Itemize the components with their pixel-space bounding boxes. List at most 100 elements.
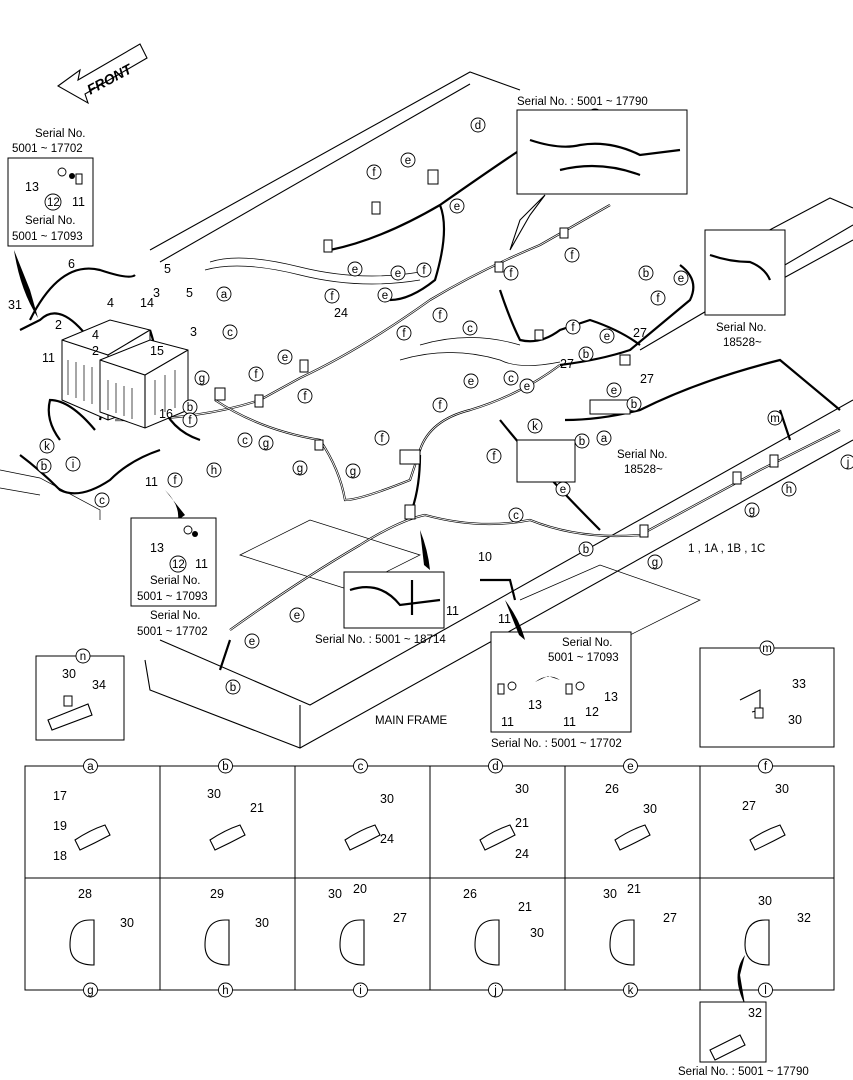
harness-label: 1 , 1A , 1B , 1C [688, 543, 765, 555]
callout-letter: c [99, 495, 105, 507]
callout-k-11 [39, 438, 55, 454]
grid-letter-b-label: b [222, 761, 228, 773]
svg-text:30: 30 [62, 667, 76, 681]
callout-b-60 [638, 265, 654, 281]
part-11a: 11 [42, 351, 55, 365]
svg-text:13: 13 [604, 690, 618, 704]
grid-i-part-20: 20 [353, 882, 367, 896]
callout-e-62 [673, 270, 689, 286]
callout-letter: e [382, 290, 388, 302]
part-14: 14 [140, 296, 154, 310]
svg-text:Serial No. : 5001 ~ 17790: Serial No. : 5001 ~ 17790 [678, 1066, 809, 1078]
callout-letter: f [380, 433, 384, 445]
part-6: 6 [68, 257, 75, 271]
svg-text:5001 ~ 17702: 5001 ~ 17702 [12, 143, 83, 155]
callout-letter: f [571, 322, 575, 334]
grid-k-part-27: 27 [663, 911, 677, 925]
callout-e-45 [289, 607, 305, 623]
clamp-a [74, 824, 111, 851]
serial-box-right-b: Serial No. 18528~ [704, 229, 786, 349]
grid-j-part-30: 30 [530, 926, 544, 940]
callout-f-26 [564, 247, 580, 263]
part-5: 5 [164, 262, 171, 276]
grid-b-part-30: 30 [207, 787, 221, 801]
callout-letter: f [492, 451, 496, 463]
callout-letter: e [294, 610, 300, 622]
callout-letter: m [770, 413, 780, 425]
grid-a-part-17: 17 [53, 789, 67, 803]
callout-c-1 [222, 324, 238, 340]
svg-text:12: 12 [172, 559, 185, 571]
callout-b-13 [36, 458, 52, 474]
callout-b-47 [225, 679, 241, 695]
grid-letter-j-label: j [493, 985, 497, 997]
grid-letter-k [623, 982, 638, 998]
callout-letter: e [524, 381, 530, 393]
grid-letter-b [218, 758, 233, 774]
callout-letter: e [352, 264, 358, 276]
callout-letter: b [583, 349, 589, 361]
clamp-d [479, 824, 516, 851]
callout-letter: e [678, 273, 684, 285]
svg-text:18528~: 18528~ [723, 337, 762, 349]
callout-letter: b [643, 268, 649, 280]
grid-letter-j [488, 982, 503, 998]
svg-text:11: 11 [195, 557, 208, 571]
svg-text:Serial No.: Serial No. [716, 322, 767, 334]
grid-d-part-24: 24 [515, 847, 529, 861]
callout-letter: e [395, 268, 401, 280]
grid-c-part-30: 30 [380, 792, 394, 806]
grid-l-part-32: 32 [797, 911, 811, 925]
svg-text:18528~: 18528~ [624, 464, 663, 476]
callout-h-65 [781, 481, 797, 497]
callout-b-35 [626, 396, 642, 412]
svg-text:5001 ~ 17093: 5001 ~ 17093 [548, 652, 619, 664]
grid-k-part-30: 30 [603, 887, 617, 901]
callout-a-0 [216, 286, 232, 302]
callout-m-63 [767, 410, 783, 426]
callout-letter: f [372, 167, 376, 179]
callout-e-16 [390, 265, 406, 281]
callout-f-18 [396, 325, 412, 341]
callout-letter: f [438, 400, 442, 412]
callout-letter: e [454, 201, 460, 213]
callout-letter: b [187, 402, 193, 414]
callout-letter: k [44, 441, 50, 453]
grid-letter-a-label: a [87, 761, 94, 773]
callout-letter: f [570, 250, 574, 262]
callout-f-61 [650, 290, 666, 306]
part-27a: 27 [633, 326, 647, 340]
part-31: 31 [8, 298, 22, 312]
callout-f-10 [167, 472, 183, 488]
batteries [61, 319, 189, 429]
svg-text:Serial No. : 5001 ~ 17702: Serial No. : 5001 ~ 17702 [491, 738, 622, 750]
clamp-e [614, 824, 651, 851]
callout-f-5 [248, 366, 264, 382]
callout-letter: i [72, 459, 75, 471]
svg-text:Serial No.: Serial No. [617, 449, 668, 461]
grid-letter-d [488, 758, 503, 774]
callout-letter: f [509, 268, 513, 280]
callout-d-24 [470, 117, 486, 133]
svg-text:11: 11 [563, 715, 576, 729]
svg-text:Serial No.: Serial No. [35, 128, 86, 140]
grid-f-part-27: 27 [742, 799, 756, 813]
callout-letter: k [532, 421, 538, 433]
svg-text:33: 33 [792, 677, 806, 691]
grid-letter-i-label: i [359, 985, 362, 997]
clamp-c [344, 824, 381, 851]
svg-text:12: 12 [47, 197, 60, 209]
callout-f-68 [297, 388, 313, 404]
svg-text:11: 11 [501, 715, 514, 729]
callout-g-49 [345, 463, 361, 479]
part-4b: 4 [92, 328, 99, 342]
clamp-f [749, 824, 786, 851]
callout-letter: g [297, 463, 303, 475]
clamp-l [744, 919, 770, 966]
callout-letter: f [330, 291, 334, 303]
grid-l-part-30: 30 [758, 894, 772, 908]
callout-g-3 [194, 370, 210, 386]
callout-f-28 [565, 319, 581, 335]
serial-box-mid-right: Serial No. 18528~ [516, 439, 668, 483]
callout-c-6 [237, 432, 253, 448]
